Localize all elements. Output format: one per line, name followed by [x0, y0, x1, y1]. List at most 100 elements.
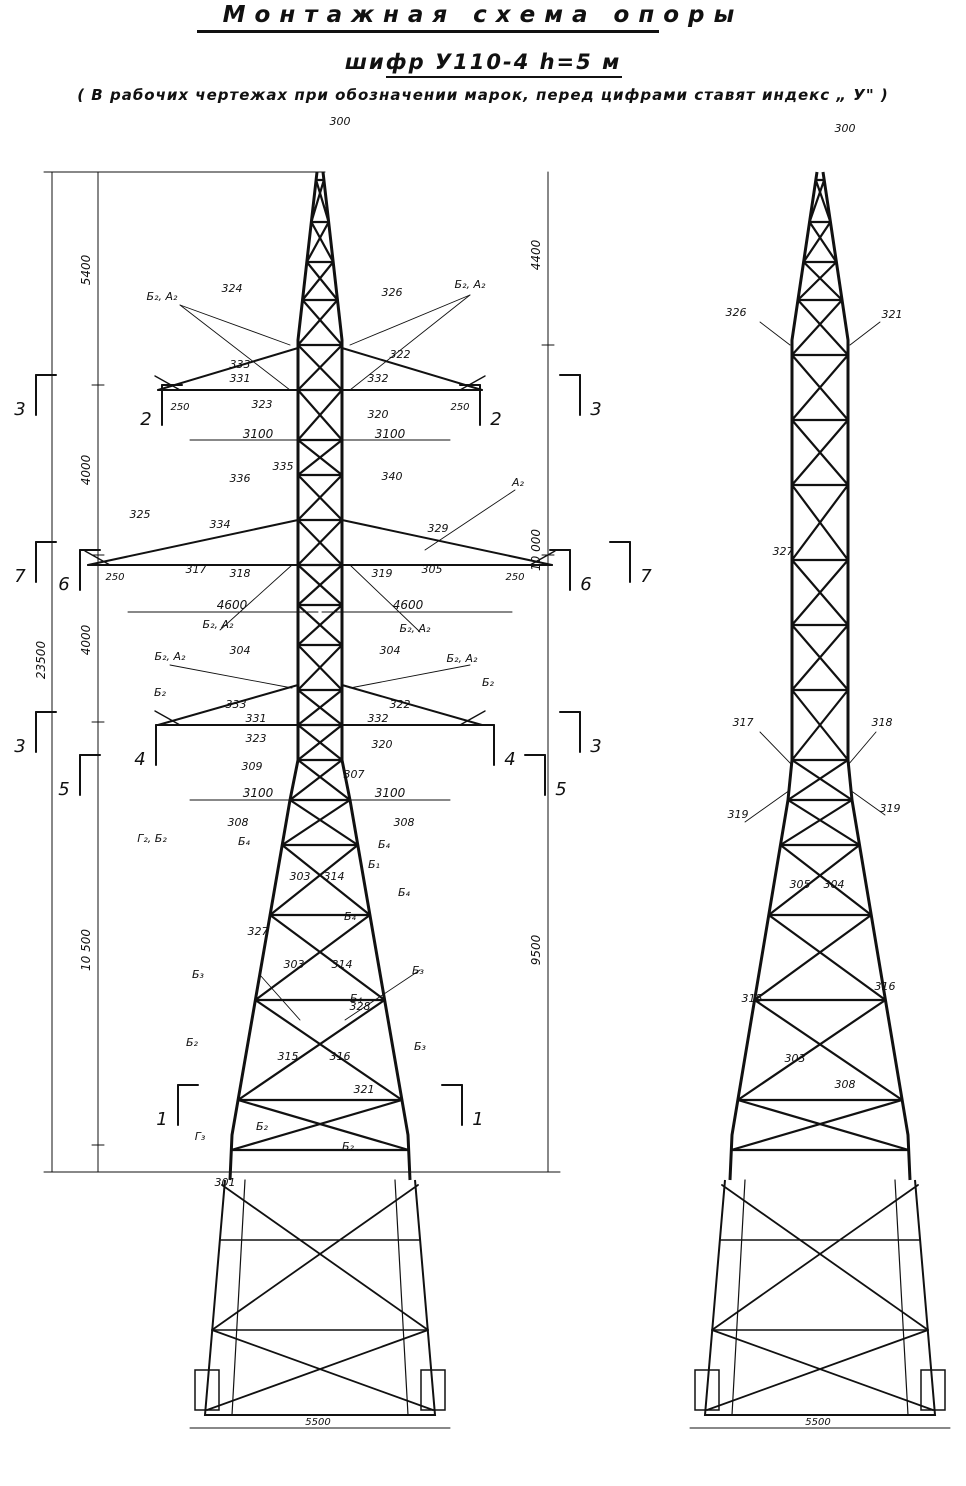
part-number-label: 331 — [230, 372, 251, 385]
part-number-label: 317 — [733, 716, 754, 729]
section-1-right-label: 1 — [472, 1109, 483, 1130]
right-tower-brace — [790, 418, 850, 487]
right-tower-leg-right — [821, 171, 912, 1181]
dim-h-top-right: 4400 — [529, 239, 543, 270]
part-number-label: 321 — [882, 308, 903, 321]
left-tower-brace — [296, 438, 344, 477]
arm-tip-hook — [459, 375, 486, 391]
right-tower-brace — [814, 178, 832, 224]
part-number-label: 322 — [390, 348, 411, 361]
leader-line — [849, 321, 881, 346]
mark-label: Б₃ — [192, 968, 205, 981]
leader-line — [179, 304, 291, 346]
left-tower-brace — [310, 178, 326, 224]
section-2-left-label: 2 — [140, 409, 151, 430]
part-number-label: 318 — [230, 567, 251, 580]
right-foundation-brace — [711, 1329, 934, 1411]
left-foundation-outline — [203, 1179, 437, 1416]
part-number-label: 315 — [278, 1050, 299, 1063]
left-tower-brace — [314, 178, 330, 224]
mark-label: Б₂ — [482, 676, 495, 689]
mark-label: Г₂, Б₂ — [137, 832, 167, 845]
part-number-label: 305 — [422, 563, 443, 576]
leader-line — [349, 564, 421, 633]
left-tower-brace — [301, 260, 335, 302]
mark-label: Б₂, А₂ — [400, 622, 431, 635]
right-tower-brace — [790, 623, 850, 692]
dim-top-right: 300 — [835, 122, 856, 135]
left-tower-brace — [296, 723, 344, 762]
left-arm-top — [157, 347, 299, 391]
left-tower-brace — [236, 1098, 410, 1152]
section-7-right-label: 7 — [640, 566, 652, 587]
left-tower-brace — [254, 998, 404, 1102]
left-tower-brace — [230, 1098, 404, 1152]
leader-line — [344, 969, 421, 1021]
mark-label: Б₁ — [368, 858, 380, 871]
dim-gap: 250 — [450, 402, 469, 413]
mark-label: Б₂, А₂ — [203, 618, 234, 631]
part-number-label: 305 — [790, 878, 811, 891]
mark-label: Б₄ — [398, 886, 411, 899]
section-2-right-label: 2 — [490, 409, 501, 430]
right-tower-brace — [790, 483, 850, 562]
right-arm-top — [341, 347, 483, 391]
part-number-label: 304 — [230, 644, 251, 657]
left-tower-brace — [296, 643, 344, 692]
dim-h-top-left: 5400 — [79, 254, 93, 285]
dim-arm-low-left: 3100 — [243, 786, 274, 800]
left-tower-brace — [236, 998, 386, 1102]
left-tower-brace — [296, 473, 344, 522]
right-tower-brace — [808, 178, 826, 224]
leader-line — [759, 321, 791, 346]
right-tower-brace — [753, 913, 873, 1002]
part-number-label: 319 — [880, 802, 901, 815]
section-3b-right-label: 3 — [590, 736, 601, 757]
part-number-label: 331 — [246, 712, 267, 725]
part-number-label: 303 — [785, 1052, 806, 1065]
right-foundation-brace — [721, 1184, 929, 1331]
part-number-label: 304 — [824, 878, 845, 891]
part-number-label: 336 — [230, 472, 251, 485]
right-tower-brace — [802, 260, 844, 302]
dim-arm-top-right: 3100 — [375, 427, 406, 441]
arm-tip-hook — [154, 375, 181, 391]
right-tower-brace — [790, 688, 850, 762]
right-tower-brace — [779, 843, 873, 917]
mark-label: Б₂, А₂ — [155, 650, 186, 663]
dim-base-right: 5500 — [805, 1417, 830, 1428]
right-foundation-inner — [731, 1179, 746, 1416]
left-tower-brace — [296, 518, 344, 567]
arm-tip-hook — [154, 710, 181, 726]
title-underline — [197, 30, 659, 33]
right-foundation-brace — [706, 1329, 929, 1411]
left-tower-brace — [268, 843, 359, 917]
part-number-label: 308 — [394, 816, 415, 829]
dim-arm-mid-left: 4600 — [217, 598, 248, 612]
section-5-left-label: 5 — [58, 779, 69, 800]
part-number-label: 326 — [726, 306, 747, 319]
section-6-left-label: 6 — [58, 574, 69, 595]
mark-label: А₂ — [511, 476, 525, 489]
part-number-label: 333 — [226, 698, 247, 711]
left-tower-brace — [288, 758, 344, 802]
dim-base-left: 5500 — [305, 1417, 330, 1428]
part-number-label: 334 — [210, 518, 231, 531]
left-tower-brace — [301, 298, 344, 347]
mark-label: Б₄ — [378, 838, 391, 851]
left-tower-brace — [268, 913, 386, 1002]
left-foundation-brace — [211, 1184, 419, 1331]
part-number-label: 314 — [332, 958, 353, 971]
part-number-label: 308 — [835, 1078, 856, 1091]
section-6-right-label: 6 — [580, 574, 591, 595]
left-tower-brace — [288, 798, 359, 847]
dim-h-total: 23500 — [34, 641, 48, 680]
right-foundation-footing — [694, 1369, 720, 1411]
right-tower-brace — [790, 298, 844, 357]
left-foundation-inner — [394, 1179, 409, 1416]
section-3b-left-label: 3 — [14, 736, 25, 757]
left-foundation-brace — [211, 1329, 434, 1411]
part-number-label: 333 — [230, 358, 251, 371]
right-tower-brace — [802, 220, 832, 264]
mark-label: Г₃ — [195, 1130, 206, 1143]
